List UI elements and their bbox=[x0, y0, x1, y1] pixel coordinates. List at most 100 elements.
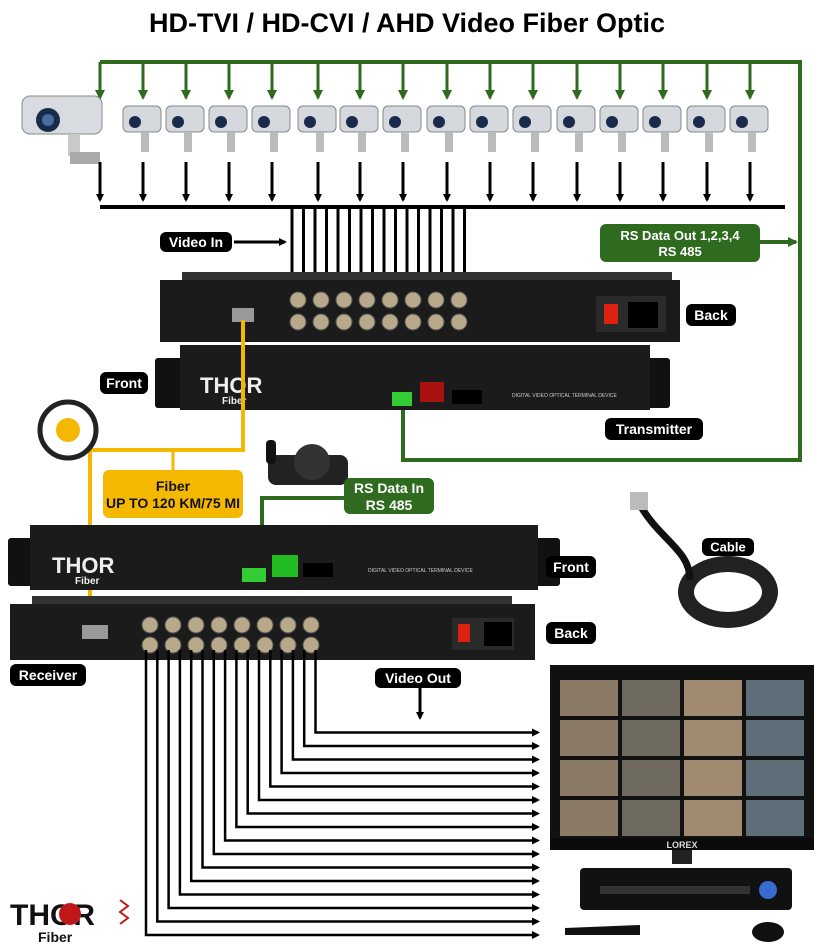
camera-icon bbox=[382, 105, 422, 152]
bnc-connector bbox=[289, 291, 307, 309]
camera-feed-tile bbox=[622, 720, 680, 756]
camera-icon bbox=[729, 105, 769, 152]
camera-feed-tile bbox=[622, 800, 680, 836]
bnc-connector bbox=[312, 313, 330, 331]
svg-text:RS Data Out 1,2,3,4: RS Data Out 1,2,3,4 bbox=[620, 228, 740, 243]
bnc-connector bbox=[335, 291, 353, 309]
bnc-connector bbox=[427, 291, 445, 309]
rs-data-out-line1-label: RS Data Out 1,2,3,4RS 485 bbox=[600, 224, 760, 262]
panel-text: DIGITAL VIDEO OPTICAL TERMINAL DEVICE bbox=[368, 568, 474, 574]
video-out-line bbox=[212, 650, 540, 858]
remote-icon bbox=[565, 925, 640, 935]
svg-text:Video In: Video In bbox=[169, 234, 223, 250]
video-out-line bbox=[246, 650, 540, 818]
tx-front-label: Front bbox=[100, 372, 148, 394]
svg-text:Front: Front bbox=[553, 559, 589, 575]
bnc-connector bbox=[164, 616, 182, 634]
bnc-connector bbox=[164, 636, 182, 654]
rx-back-label: Back bbox=[546, 622, 596, 644]
monitor-icon: LOREX bbox=[550, 665, 814, 864]
bnc-connector bbox=[256, 616, 274, 634]
svg-text:Receiver: Receiver bbox=[19, 667, 78, 683]
camera-icon bbox=[251, 105, 291, 152]
camera-feed-tile bbox=[622, 680, 680, 716]
bnc-connector bbox=[358, 291, 376, 309]
camera-icon bbox=[339, 105, 379, 152]
camera-feed-tile bbox=[684, 680, 742, 716]
monitor-brand: LOREX bbox=[666, 840, 697, 850]
bnc-connector bbox=[141, 616, 159, 634]
svg-text:THOR: THOR bbox=[10, 899, 95, 932]
svg-text:Cable: Cable bbox=[710, 540, 745, 555]
fiber-port bbox=[232, 308, 254, 322]
rx-front-label: Front bbox=[546, 556, 596, 578]
bnc-connector bbox=[210, 636, 228, 654]
svg-text:Fiber: Fiber bbox=[38, 929, 73, 945]
camera-icon bbox=[208, 105, 248, 152]
bnc-connector bbox=[289, 313, 307, 331]
bnc-connector bbox=[141, 636, 159, 654]
bnc-connector bbox=[187, 636, 205, 654]
bnc-connector bbox=[450, 313, 468, 331]
camera-feed-tile bbox=[746, 680, 804, 716]
brand-logo: THOR bbox=[52, 553, 114, 578]
bnc-connector bbox=[233, 616, 251, 634]
svg-text:UP TO 120 KM/75 MI: UP TO 120 KM/75 MI bbox=[106, 495, 240, 511]
camera-icon bbox=[122, 105, 162, 152]
video-out-line bbox=[269, 650, 540, 791]
svg-text:Front: Front bbox=[106, 375, 142, 391]
video-out-line bbox=[178, 650, 540, 899]
bnc-connector bbox=[404, 291, 422, 309]
panel-text: DIGITAL VIDEO OPTICAL TERMINAL DEVICE bbox=[512, 393, 618, 399]
video-out-line bbox=[302, 650, 540, 750]
svg-text:RS 485: RS 485 bbox=[366, 497, 413, 513]
bnc-connector bbox=[381, 313, 399, 331]
video-out-label: Video Out bbox=[375, 668, 461, 688]
svg-text:Video Out: Video Out bbox=[385, 670, 451, 686]
brand-logo: THOR bbox=[200, 373, 262, 398]
video-out-line bbox=[223, 650, 540, 845]
camera-feed-tile bbox=[684, 800, 742, 836]
tx-back-label: Back bbox=[686, 304, 736, 326]
camera-feed-tile bbox=[746, 720, 804, 756]
bnc-connector bbox=[381, 291, 399, 309]
bnc-connector bbox=[210, 616, 228, 634]
camera-feed-tile bbox=[684, 720, 742, 756]
transmitter-front-panel: THOR Fiber DIGITAL VIDEO OPTICAL TERMINA… bbox=[155, 345, 670, 410]
camera-icon bbox=[686, 105, 726, 152]
camera-icon bbox=[599, 105, 639, 152]
svg-text:RS Data In: RS Data In bbox=[354, 480, 424, 496]
bnc-connector bbox=[335, 313, 353, 331]
bnc-connector bbox=[279, 636, 297, 654]
video-out-line bbox=[235, 650, 540, 831]
svg-text:RS 485: RS 485 bbox=[658, 244, 701, 259]
transmitter-label: Transmitter bbox=[605, 418, 703, 440]
bnc-connector bbox=[358, 313, 376, 331]
svg-text:Back: Back bbox=[694, 307, 728, 323]
brand-sub: Fiber bbox=[222, 396, 247, 407]
camera-icon bbox=[642, 105, 682, 152]
dvr-icon bbox=[580, 868, 792, 910]
camera-feed-tile bbox=[622, 760, 680, 796]
camera-icon bbox=[556, 105, 596, 152]
fiber-reel-icon bbox=[37, 399, 99, 461]
camera-feed-tile bbox=[560, 800, 618, 836]
brand-sub: Fiber bbox=[75, 576, 100, 587]
receiver-front-panel: THOR Fiber DIGITAL VIDEO OPTICAL TERMINA… bbox=[8, 525, 560, 590]
svg-text:Transmitter: Transmitter bbox=[616, 421, 693, 437]
video-out-line bbox=[280, 650, 540, 777]
camera-feed-tile bbox=[560, 760, 618, 796]
camera-feed-tile bbox=[684, 760, 742, 796]
coax-cable-icon bbox=[630, 492, 778, 628]
cable-label: Cable bbox=[702, 538, 754, 556]
camera-feed-tile bbox=[746, 760, 804, 796]
svg-text:Fiber: Fiber bbox=[156, 478, 191, 494]
video-out-line bbox=[167, 650, 540, 912]
bnc-connector bbox=[302, 616, 320, 634]
video-out-line bbox=[189, 650, 540, 885]
bnc-connector bbox=[187, 616, 205, 634]
receiver-label: Receiver bbox=[10, 664, 86, 686]
